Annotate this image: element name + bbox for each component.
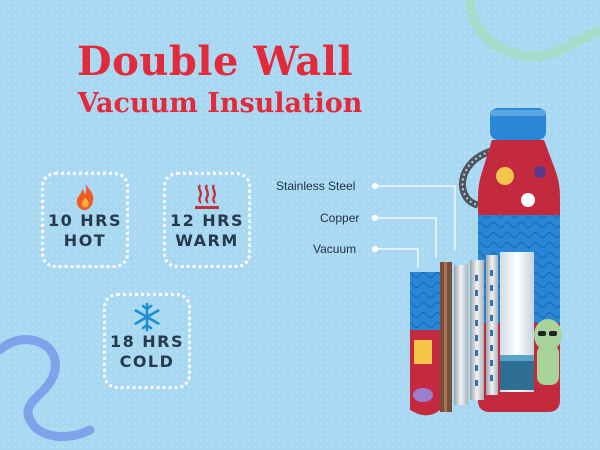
badge-warm: 12 HRS WARM: [163, 172, 251, 268]
badge-warm-hours: 12 HRS: [169, 211, 245, 230]
badge-hot-label: HOT: [63, 231, 107, 250]
heading-line-1: Double Wall: [76, 38, 354, 85]
label-stainless-steel: Stainless Steel: [276, 179, 356, 193]
snowflake-icon: [134, 302, 160, 332]
heat-waves-icon: [195, 184, 219, 209]
flame-icon: [76, 182, 94, 210]
heading-line-2: Vacuum Insulation: [77, 88, 363, 119]
label-copper: Copper: [320, 211, 360, 225]
badge-cold-hours: 18 HRS: [109, 332, 185, 351]
badge-cold: 18 HRS COLD: [103, 293, 191, 389]
badge-hot-hours: 10 HRS: [47, 211, 123, 230]
label-vacuum: Vacuum: [313, 242, 357, 256]
badge-hot: 10 HRS HOT: [41, 172, 129, 268]
badge-warm-label: WARM: [175, 231, 239, 250]
badge-cold-label: COLD: [119, 352, 175, 371]
